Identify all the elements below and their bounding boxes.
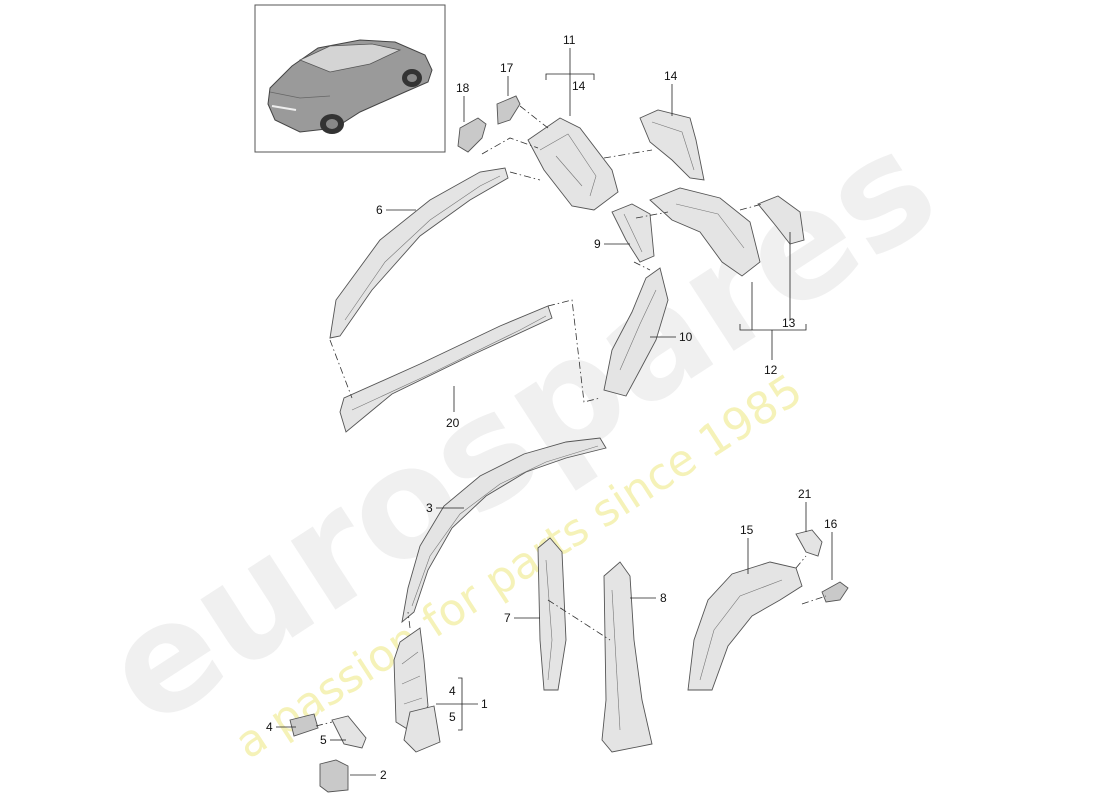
callout-10: 10 [679,330,693,344]
callout-14-sub: 14 [572,79,586,93]
callout-16: 16 [824,517,838,531]
callout-7: 7 [504,611,511,625]
part-20-side-sill [339,305,553,433]
part-8-b-pillar-outer [601,561,653,753]
callout-12: 12 [764,363,778,377]
assembly-lines [315,105,827,727]
callout-21: 21 [798,487,812,501]
callout-18: 18 [456,81,470,95]
callout-4-sub: 4 [449,684,456,698]
callouts: 1 4 5 2 3 4 5 6 7 8 9 10 11 14 14 17 18 … [266,33,838,782]
callout-5: 5 [320,733,327,747]
watermark-brand: eurospares [75,98,965,760]
part-6-roof-rail [329,167,509,339]
part-9-pillar-piece [611,203,655,263]
callout-1: 1 [481,697,488,711]
callout-8: 8 [660,591,667,605]
part-13-wheelhouse-bracket [757,195,805,245]
part-16-small-bracket [821,581,849,603]
callout-15: 15 [740,523,754,537]
part-14-rear-panel [639,109,705,181]
part-18-bracket [457,117,487,153]
callout-9: 9 [594,237,601,251]
part-12-wheelhouse-upper [649,187,761,277]
part-10-pillar-lower [603,267,669,397]
part-17-bracket [496,95,521,125]
callout-14: 14 [664,69,678,83]
part-5-reinforcement [331,715,367,749]
part-2-box [319,759,349,793]
callout-5-sub: 5 [449,710,456,724]
part-4-bracket [289,713,319,737]
callout-11: 11 [563,33,576,47]
callout-3: 3 [426,501,433,515]
part-7-b-pillar-inner [537,537,567,691]
vehicle-thumbnail [254,4,446,153]
callout-4: 4 [266,720,273,734]
callout-20: 20 [446,416,460,430]
part-3-a-pillar-arch [401,437,607,624]
car-suv-icon [267,39,433,134]
part-1-lower-pillar [393,627,441,753]
leader-lines [276,48,833,776]
callout-13: 13 [782,316,796,330]
part-11-pillar-assembly [527,117,619,211]
watermark: eurospares a passion for parts since 198… [75,98,965,770]
callout-17: 17 [500,61,514,75]
part-21-clip [795,529,823,557]
part-15-rear-wheelhouse [687,561,803,691]
callout-2: 2 [380,768,387,782]
callout-6: 6 [376,203,383,217]
